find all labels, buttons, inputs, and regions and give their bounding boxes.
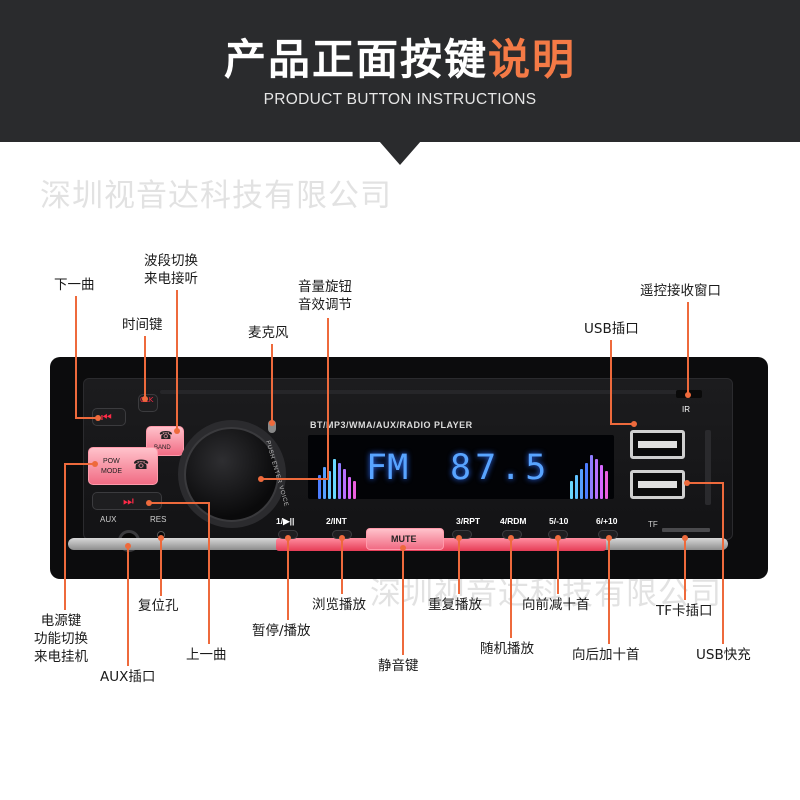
clock-button[interactable]: CLK [138, 394, 158, 412]
leader-band [176, 290, 178, 430]
leader-back-ten [557, 538, 559, 594]
pow-label: POW [103, 458, 120, 465]
leader-random [510, 538, 512, 638]
minus10-label: 5/-10 [549, 516, 569, 526]
leader-ir [687, 302, 689, 395]
callout-aux-jack: AUX插口 [100, 669, 156, 685]
callout-band-switch: 波段切换 来电接听 [144, 253, 198, 287]
tf-card-slot[interactable] [662, 528, 710, 532]
leader-repeat [458, 538, 460, 594]
leader-mute [402, 548, 404, 655]
callout-repeat-play: 重复播放 [428, 597, 482, 613]
band-button[interactable]: ☎ BAND [146, 426, 184, 456]
leader-browse [341, 538, 343, 594]
aux-label: AUX [100, 515, 117, 524]
power-mode-button[interactable]: POW MODE ☎ [88, 447, 158, 485]
volume-knob[interactable] [184, 427, 279, 522]
next-track-button[interactable]: ⏮ [92, 408, 126, 426]
callout-power-key: 电源键 功能切换 来电挂机 [34, 613, 88, 665]
callout-usb-port: USB插口 [584, 321, 639, 337]
callout-microphone: 麦克风 [248, 325, 289, 341]
leader-reset [160, 538, 162, 596]
leader-pause-play [287, 538, 289, 620]
callout-random-play: 随机播放 [480, 641, 534, 657]
lcd-display [308, 435, 614, 499]
leader-power-key [64, 464, 66, 610]
microphone-icon [268, 420, 276, 433]
callout-ir-receiver: 遥控接收窗口 [640, 283, 721, 299]
header-arrow [379, 141, 421, 165]
top-slot [160, 390, 690, 394]
callout-back-ten: 向前减十首 [522, 597, 590, 613]
play-pause-label: 1/▶|| [276, 516, 295, 526]
callout-pause-play: 暂停/播放 [252, 623, 311, 639]
next-track-icon: ⏮ [101, 410, 112, 424]
callout-browse-play: 浏览播放 [312, 597, 366, 613]
plus10-label: 6/+10 [596, 516, 618, 526]
callout-prev-track: 上一曲 [186, 647, 227, 663]
rdm-label: 4/RDM [500, 516, 527, 526]
leader-forward-ten [608, 538, 610, 644]
title-main: 产品正面按键 [223, 35, 488, 84]
res-label: RES [150, 515, 167, 524]
phone-hangup-icon: ☎ [133, 457, 150, 472]
callout-mute-key: 静音键 [378, 658, 419, 674]
leader-volume-knob [327, 318, 329, 480]
callout-forward-ten: 向后加十首 [572, 647, 640, 663]
callout-reset-hole: 复位孔 [138, 598, 179, 614]
leader-microphone [271, 344, 273, 422]
band-label: BAND [154, 445, 171, 451]
side-slot [705, 430, 711, 505]
leader-clock [144, 336, 146, 398]
display-band: FM [366, 448, 409, 488]
callout-tf-slot: TF卡插口 [656, 603, 713, 619]
callout-clock-key: 时间键 [122, 317, 163, 333]
callout-next-track: 下一曲 [54, 277, 95, 293]
callout-volume-knob: 音量旋钮 音效调节 [298, 279, 352, 313]
display-frequency: 87.5 [450, 448, 551, 488]
title-highlight: 说明 [488, 35, 577, 84]
usb-port[interactable] [630, 430, 685, 459]
usb-charge-port[interactable] [630, 470, 685, 499]
leader-prev-track [148, 502, 210, 504]
prev-track-icon: ⏭ [123, 494, 134, 508]
display-caption: BT/MP3/WMA/AUX/RADIO PLAYER [310, 420, 473, 430]
leader-aux [127, 546, 129, 666]
tf-label: TF [648, 520, 658, 529]
mute-label: MUTE [391, 534, 417, 544]
watermark-bottom: 深圳视音达科技有限公司 [370, 576, 722, 612]
leader-tf [684, 538, 686, 600]
mode-label: MODE [101, 468, 122, 475]
page-title: 产品正面按键说明 [0, 26, 800, 87]
ir-label: IR [682, 405, 690, 414]
leader-next-track [75, 296, 77, 418]
rpt-button[interactable] [452, 530, 472, 539]
leader-usb-charge [686, 482, 724, 484]
watermark-top: 深圳视音达科技有限公司 [40, 178, 392, 214]
int-label: 2/INT [326, 516, 347, 526]
leader-usb-port [610, 340, 612, 424]
prev-track-button[interactable]: ⏭ [92, 492, 162, 510]
header-banner [0, 0, 800, 142]
callout-usb-charge: USB快充 [696, 647, 751, 663]
phone-answer-icon: ☎ [159, 430, 173, 442]
rpt-label: 3/RPT [456, 516, 481, 526]
page-subtitle: PRODUCT BUTTON INSTRUCTIONS [263, 91, 537, 108]
